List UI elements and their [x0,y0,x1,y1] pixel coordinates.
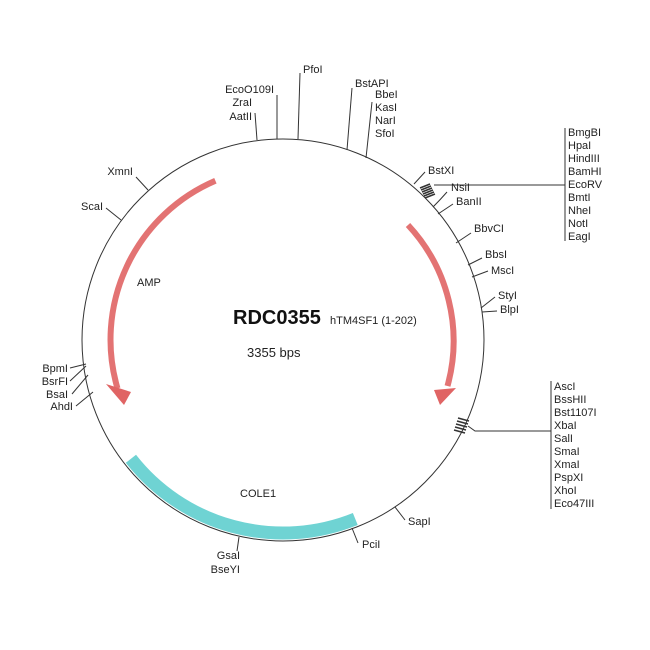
site-mcs1[interactable]: BmtI [568,192,591,204]
site-mcs1[interactable]: NheI [568,205,591,217]
svg-text:EcoO109I: EcoO109I [225,84,274,96]
site-mcs2[interactable]: Eco47III [554,498,594,510]
site-mcs2[interactable]: BssHII [554,394,586,406]
site-bsrfi[interactable]: BsrFI [42,365,87,388]
site-zrai[interactable]: ZraI [232,97,252,109]
site-mcs1[interactable]: NotI [568,218,588,230]
svg-text:ScaI: ScaI [81,201,103,213]
site-styi[interactable]: StyI [480,290,517,309]
site-ahdi[interactable]: AhdI [50,391,94,413]
site-bseyi[interactable]: BseYI [211,564,240,576]
site-mcs1[interactable]: HpaI [568,140,591,152]
cole1-label: COLE1 [240,488,276,500]
site-xmni[interactable]: XmnI [107,166,149,191]
site-mcs2[interactable]: AscI [554,381,575,393]
svg-text:BseYI: BseYI [211,564,240,576]
svg-text:BpmI: BpmI [42,363,68,375]
site-mcs1[interactable]: EagI [568,231,591,243]
mcs2-list: AscI BssHII Bst1107I XbaI SalI SmaI XmaI… [554,381,597,510]
site-mcs1[interactable]: EcoRV [568,179,603,191]
svg-text:AhdI: AhdI [50,401,73,413]
site-mcs2[interactable]: XmaI [554,459,580,471]
svg-text:AatII: AatII [229,111,252,123]
svg-text:BsrFI: BsrFI [42,376,68,388]
site-mcs2[interactable]: Bst1107I [554,407,597,419]
svg-text:SapI: SapI [408,516,431,528]
site-pcii[interactable]: PciI [351,527,380,551]
svg-text:BanII: BanII [456,196,482,208]
plasmid-insert: hTM4SF1 (1-202) [330,315,417,327]
site-mcs1[interactable]: BamHI [568,166,602,178]
site-bbsi[interactable]: BbsI [467,249,507,266]
site-sfoi[interactable]: SfoI [375,128,395,140]
amp-feature[interactable] [106,177,217,405]
svg-text:ZraI: ZraI [232,97,252,109]
site-eco0109i[interactable]: EcoO109I [225,84,278,139]
amp-arrowhead-icon [106,384,131,405]
site-bstxi[interactable]: BstXI [413,165,454,185]
mcs1-cluster [419,128,566,241]
svg-text:MscI: MscI [491,265,514,277]
svg-text:NarI: NarI [375,115,396,127]
svg-text:BbsI: BbsI [485,249,507,261]
site-bsai[interactable]: BsaI [46,374,89,401]
svg-text:XmnI: XmnI [107,166,133,178]
site-bpmi[interactable]: BpmI [42,363,87,375]
plasmid-backbone [81,138,485,542]
site-mcs1[interactable]: BmgBI [568,127,601,139]
svg-text:BlpI: BlpI [500,304,519,316]
svg-text:BstAPI: BstAPI [355,78,389,90]
site-sapi[interactable]: SapI [394,506,431,528]
plasmid-size: 3355 bps [247,345,301,360]
site-mcs2[interactable]: SalI [554,433,573,445]
amp-label: AMP [137,277,161,289]
site-nsii[interactable]: NsiI [432,182,470,208]
site-mcs2[interactable]: XbaI [554,420,577,432]
svg-text:PciI: PciI [362,539,380,551]
site-nari[interactable]: NarI [375,115,396,127]
svg-text:SfoI: SfoI [375,128,395,140]
site-bstapi[interactable]: BstAPI [346,78,389,151]
site-mcs2[interactable]: SmaI [554,446,580,458]
svg-text:KasI: KasI [375,102,397,114]
svg-text:GsaI: GsaI [217,550,240,562]
svg-text:NsiI: NsiI [451,182,470,194]
site-banii[interactable]: BanII [437,196,482,215]
insert-arrowhead-icon [434,388,456,405]
plasmid-name: RDC0355 [233,307,321,329]
site-mcs2[interactable]: PspXI [554,472,583,484]
site-bbvci[interactable]: BbvCI [455,223,504,244]
site-pfoi[interactable]: PfoI [297,64,323,140]
site-bbei[interactable]: BbeI [365,89,398,159]
site-mcs2[interactable]: XhoI [554,485,577,497]
svg-text:PfoI: PfoI [303,64,323,76]
site-kasi[interactable]: KasI [375,102,397,114]
svg-text:BbvCI: BbvCI [474,223,504,235]
site-mcs1[interactable]: HindIII [568,153,600,165]
svg-text:StyI: StyI [498,290,517,302]
site-scai[interactable]: ScaI [81,201,122,221]
svg-text:BbeI: BbeI [375,89,398,101]
site-gsai[interactable]: GsaI [217,536,240,562]
mcs1-list: BmgBI HpaI HindIII BamHI EcoRV BmtI NheI… [568,127,603,243]
svg-text:BstXI: BstXI [428,165,454,177]
mcs2-cluster [453,381,552,509]
site-blpi[interactable]: BlpI [481,304,519,316]
insert-feature[interactable] [405,222,457,405]
svg-text:BsaI: BsaI [46,389,68,401]
site-aatii[interactable]: AatII [229,111,258,141]
site-msci[interactable]: MscI [471,265,514,278]
cole1-feature[interactable] [125,454,358,540]
